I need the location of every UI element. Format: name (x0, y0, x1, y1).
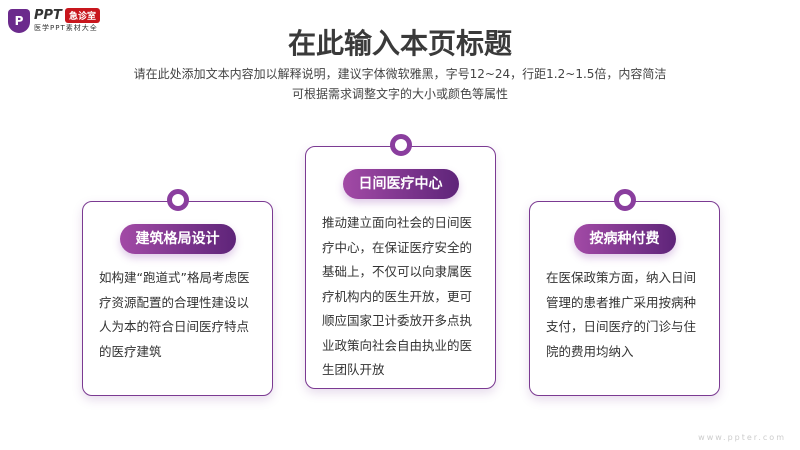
card-day-medical-center: 日间医疗中心 推动建立面向社会的日间医疗中心，在保证医疗安全的基础上，不仅可以向… (305, 134, 496, 389)
card-label: 按病种付费 (573, 224, 676, 254)
page-title: 在此输入本页标题 (287, 27, 512, 60)
shield-logo-icon: P (8, 8, 30, 33)
card-pay-by-disease: 按病种付费 在医保政策方面，纳入日间管理的患者推广采用按病种支付，日间医疗的门诊… (529, 189, 720, 396)
subtitle-line: 可根据需求调整文字的大小或颜色等属性 (291, 87, 508, 101)
card-text: 在医保政策方面，纳入日间管理的患者推广采用按病种支付，日间医疗的门诊与住院的费用… (546, 270, 697, 359)
logo-name: PPT (34, 8, 62, 23)
subtitle-line: 请在此处添加文本内容加以解释说明，建议字体微软雅黑，字号12~24，行距1.2~… (133, 67, 667, 81)
watermark: www.ppter.com (698, 433, 786, 442)
card-building-layout: 建筑格局设计 如构建“跑道式”格局考虑医疗资源配置的合理性建设以人为本的符合日间… (82, 189, 273, 396)
logo-tagline: 医学PPT素材大全 (34, 24, 98, 32)
card-label: 建筑格局设计 (119, 224, 236, 254)
ring-icon (613, 189, 636, 211)
ring-icon (166, 189, 189, 211)
subtitle: 请在此处添加文本内容加以解释说明，建议字体微软雅黑，字号12~24，行距1.2~… (0, 64, 800, 104)
card-text: 如构建“跑道式”格局考虑医疗资源配置的合理性建设以人为本的符合日间医疗特点的医疗… (99, 270, 250, 359)
logo-badge: 急诊室 (64, 8, 100, 23)
card-text: 推动建立面向社会的日间医疗中心，在保证医疗安全的基础上，不仅可以向隶属医疗机构内… (322, 215, 473, 377)
card-label: 日间医疗中心 (342, 169, 459, 199)
ring-icon (389, 134, 412, 156)
